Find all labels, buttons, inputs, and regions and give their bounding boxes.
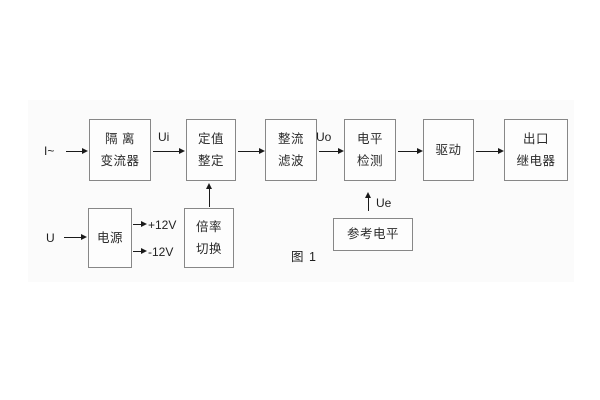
figure-caption: 图 1 (291, 250, 317, 264)
block-label: 滤波 (277, 154, 304, 168)
signal-ue-label: Ue (376, 196, 392, 210)
block-label: 隔 离 (105, 131, 135, 146)
arrow-current-to-isolation (66, 148, 88, 154)
arrow-reference-to-level (364, 192, 371, 211)
block-label: 整流 (277, 131, 304, 146)
rail-positive-label: +12V (148, 218, 177, 232)
input-voltage-label: U (46, 231, 55, 245)
block-label: 倍率 (195, 219, 222, 234)
block-label: 检测 (356, 154, 383, 168)
block-isolation-transformer: 隔 离 变流器 (89, 119, 151, 181)
block-power-supply: 电源 (88, 208, 132, 268)
block-reference-level: 参考电平 (333, 218, 413, 251)
block-label: 电平 (356, 131, 383, 146)
input-current-label: I~ (44, 144, 55, 158)
signal-uo-label: Uo (316, 130, 332, 144)
block-setting-adjust: 定值 整定 (186, 119, 236, 181)
arrow-voltage-to-power (64, 234, 87, 240)
arrow-rectify-to-level (319, 148, 344, 154)
block-label: 整定 (197, 154, 224, 168)
block-label: 继电器 (516, 154, 556, 168)
block-label: 参考电平 (346, 227, 399, 242)
block-label: 出口 (522, 131, 549, 146)
arrow-ratio-to-setting (205, 183, 212, 207)
arrow-power-to-minus12 (133, 248, 147, 254)
arrow-power-to-plus12 (133, 221, 147, 227)
block-label: 驱动 (435, 142, 462, 157)
block-level-detect: 电平 检测 (344, 119, 396, 181)
rail-negative-label: -12V (148, 245, 174, 259)
block-rectify-filter: 整流 滤波 (265, 119, 317, 181)
arrow-drive-to-output (476, 148, 504, 154)
block-label: 电源 (96, 230, 123, 245)
block-ratio-switch: 倍率 切换 (184, 208, 234, 268)
block-label: 变流器 (100, 154, 140, 168)
arrow-level-to-drive (398, 148, 423, 154)
block-label: 切换 (195, 242, 222, 256)
block-output-relay: 出口 继电器 (504, 119, 568, 181)
block-drive: 驱动 (423, 119, 474, 181)
block-label: 定值 (197, 131, 224, 146)
signal-ui-label: Ui (158, 130, 170, 144)
arrow-setting-to-rectify (238, 148, 265, 154)
arrow-isolation-to-setting (153, 148, 185, 154)
